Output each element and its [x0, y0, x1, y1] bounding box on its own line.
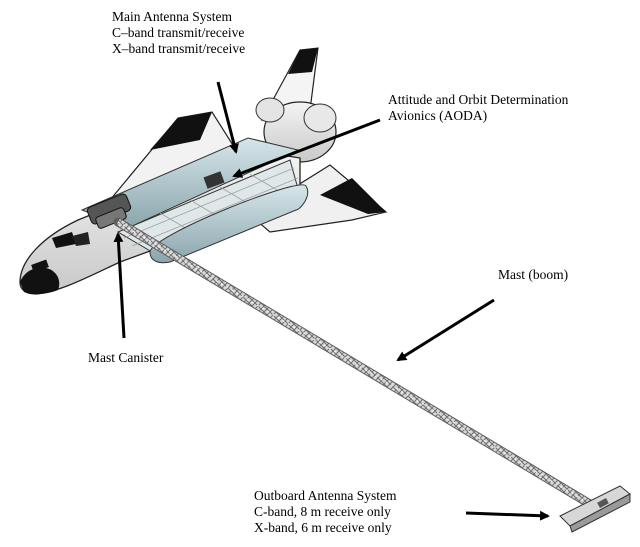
main-antenna-label: Main Antenna System C–band transmit/rece… — [112, 9, 245, 57]
mast-canister-text: Mast Canister — [88, 350, 164, 365]
payload-bay — [80, 137, 309, 264]
arrow-outboard — [465, 510, 550, 521]
mast-text: Mast (boom) — [498, 267, 569, 282]
main-antenna-cband: C–band transmit/receive — [112, 25, 245, 40]
outboard-cband: C-band, 8 m receive only — [254, 504, 391, 519]
mast-canister-shape — [86, 193, 132, 229]
aoda-line1: Attitude and Orbit Determination — [388, 92, 569, 107]
mast-label: Mast (boom) — [498, 267, 568, 283]
mast-canister-label: Mast Canister — [88, 350, 163, 366]
outboard-antenna — [559, 485, 631, 533]
arrow-aoda — [232, 118, 381, 178]
outboard-xband: X-band, 6 m receive only — [254, 520, 392, 535]
aoda-line2: Avionics (AODA) — [388, 108, 488, 123]
mast-boom — [113, 217, 605, 515]
arrow-mast-canister — [113, 232, 126, 339]
main-antenna-xband: X–band transmit/receive — [112, 41, 246, 56]
outboard-title: Outboard Antenna System — [254, 488, 397, 503]
arrow-mast — [396, 298, 495, 362]
main-antenna-title: Main Antenna System — [112, 9, 232, 24]
arrow-main-antenna — [216, 81, 239, 154]
outboard-antenna-label: Outboard Antenna System C-band, 8 m rece… — [254, 488, 396, 536]
aoda-label: Attitude and Orbit Determination Avionic… — [388, 92, 568, 124]
